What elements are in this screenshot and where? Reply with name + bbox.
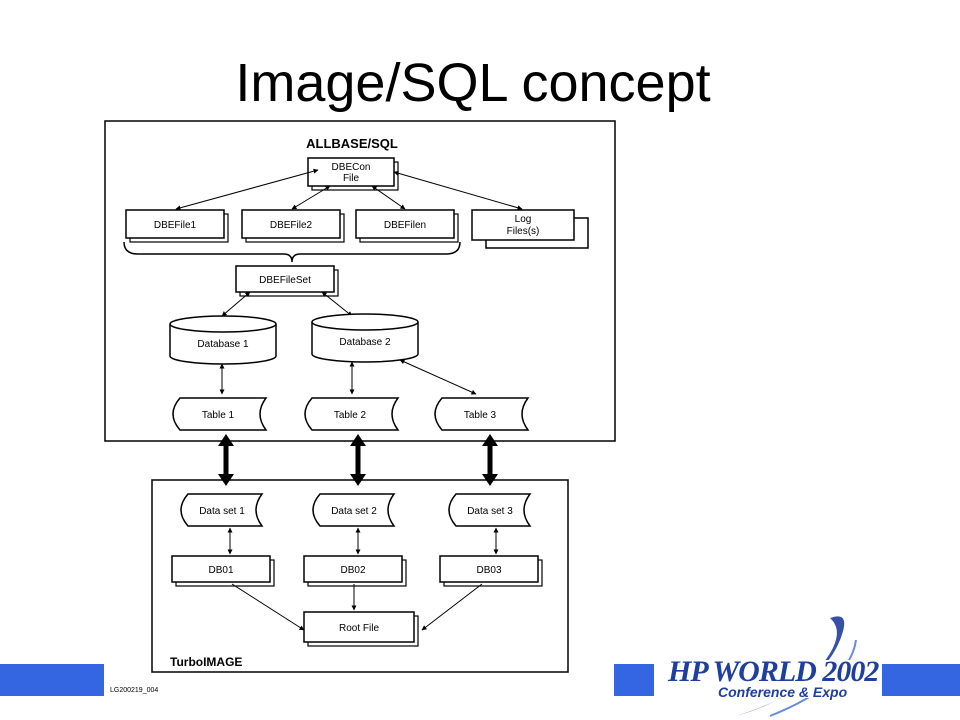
dataset1-shape: [180, 493, 264, 527]
dataset3-label: Data set 3: [467, 506, 513, 517]
db02-label: DB02: [340, 565, 365, 576]
footer-bar-left: [0, 664, 106, 696]
table3-shape: [434, 397, 530, 431]
db02-box: [303, 555, 403, 583]
table1-label: Table 1: [202, 410, 235, 421]
dbecon-line2: File: [343, 173, 360, 184]
db03-label: DB03: [476, 565, 501, 576]
root-file-label: Root File: [339, 623, 379, 634]
log-line2: Files(s): [507, 226, 540, 237]
database2-label: Database 2: [339, 337, 391, 348]
hp-world-logo: [654, 660, 882, 698]
db01-box: [171, 555, 271, 583]
table2-shape: [304, 397, 400, 431]
figure-code: LG200219_004: [110, 687, 158, 694]
dbefilen-box: [355, 209, 455, 239]
dbefileset-box: [235, 265, 335, 293]
table1-shape: [172, 397, 268, 431]
dbefilen-label: DBEFilen: [384, 220, 426, 231]
dataset2-label: Data set 2: [331, 506, 377, 517]
root-file-box: [303, 611, 415, 643]
dbefileset-label: DBEFileSet: [259, 275, 311, 286]
allbase-label: ALLBASE/SQL: [306, 136, 398, 151]
dbefile1-box: [125, 209, 225, 239]
dbefile2-box: [241, 209, 341, 239]
table3-label: Table 3: [464, 410, 497, 421]
dbefile1-label: DBEFile1: [154, 220, 197, 231]
dataset1-label: Data set 1: [199, 506, 245, 517]
turboimage-label: TurboIMAGE: [170, 655, 242, 669]
turboimage-frame: [151, 479, 569, 673]
db03-box: [439, 555, 539, 583]
database1-label: Database 1: [197, 339, 249, 350]
database2-cylinder: [311, 313, 419, 363]
database1-cylinder: [169, 315, 277, 365]
dataset3-shape: [448, 493, 532, 527]
dbefile2-label: DBEFile2: [270, 220, 313, 231]
table2-label: Table 2: [334, 410, 367, 421]
log-line1: Log: [515, 214, 532, 225]
log-files-box: [471, 209, 575, 241]
slide-title: Image/SQL concept: [235, 53, 711, 113]
hp-world-logo-text: HP WORLD 2002: [668, 655, 879, 688]
hp-world-logo-subtitle: Conference & Expo: [718, 684, 848, 700]
dbefile-brace: [123, 241, 461, 263]
dataset2-shape: [312, 493, 396, 527]
db01-label: DB01: [208, 565, 233, 576]
dbecon-line1: DBECon: [332, 162, 371, 173]
